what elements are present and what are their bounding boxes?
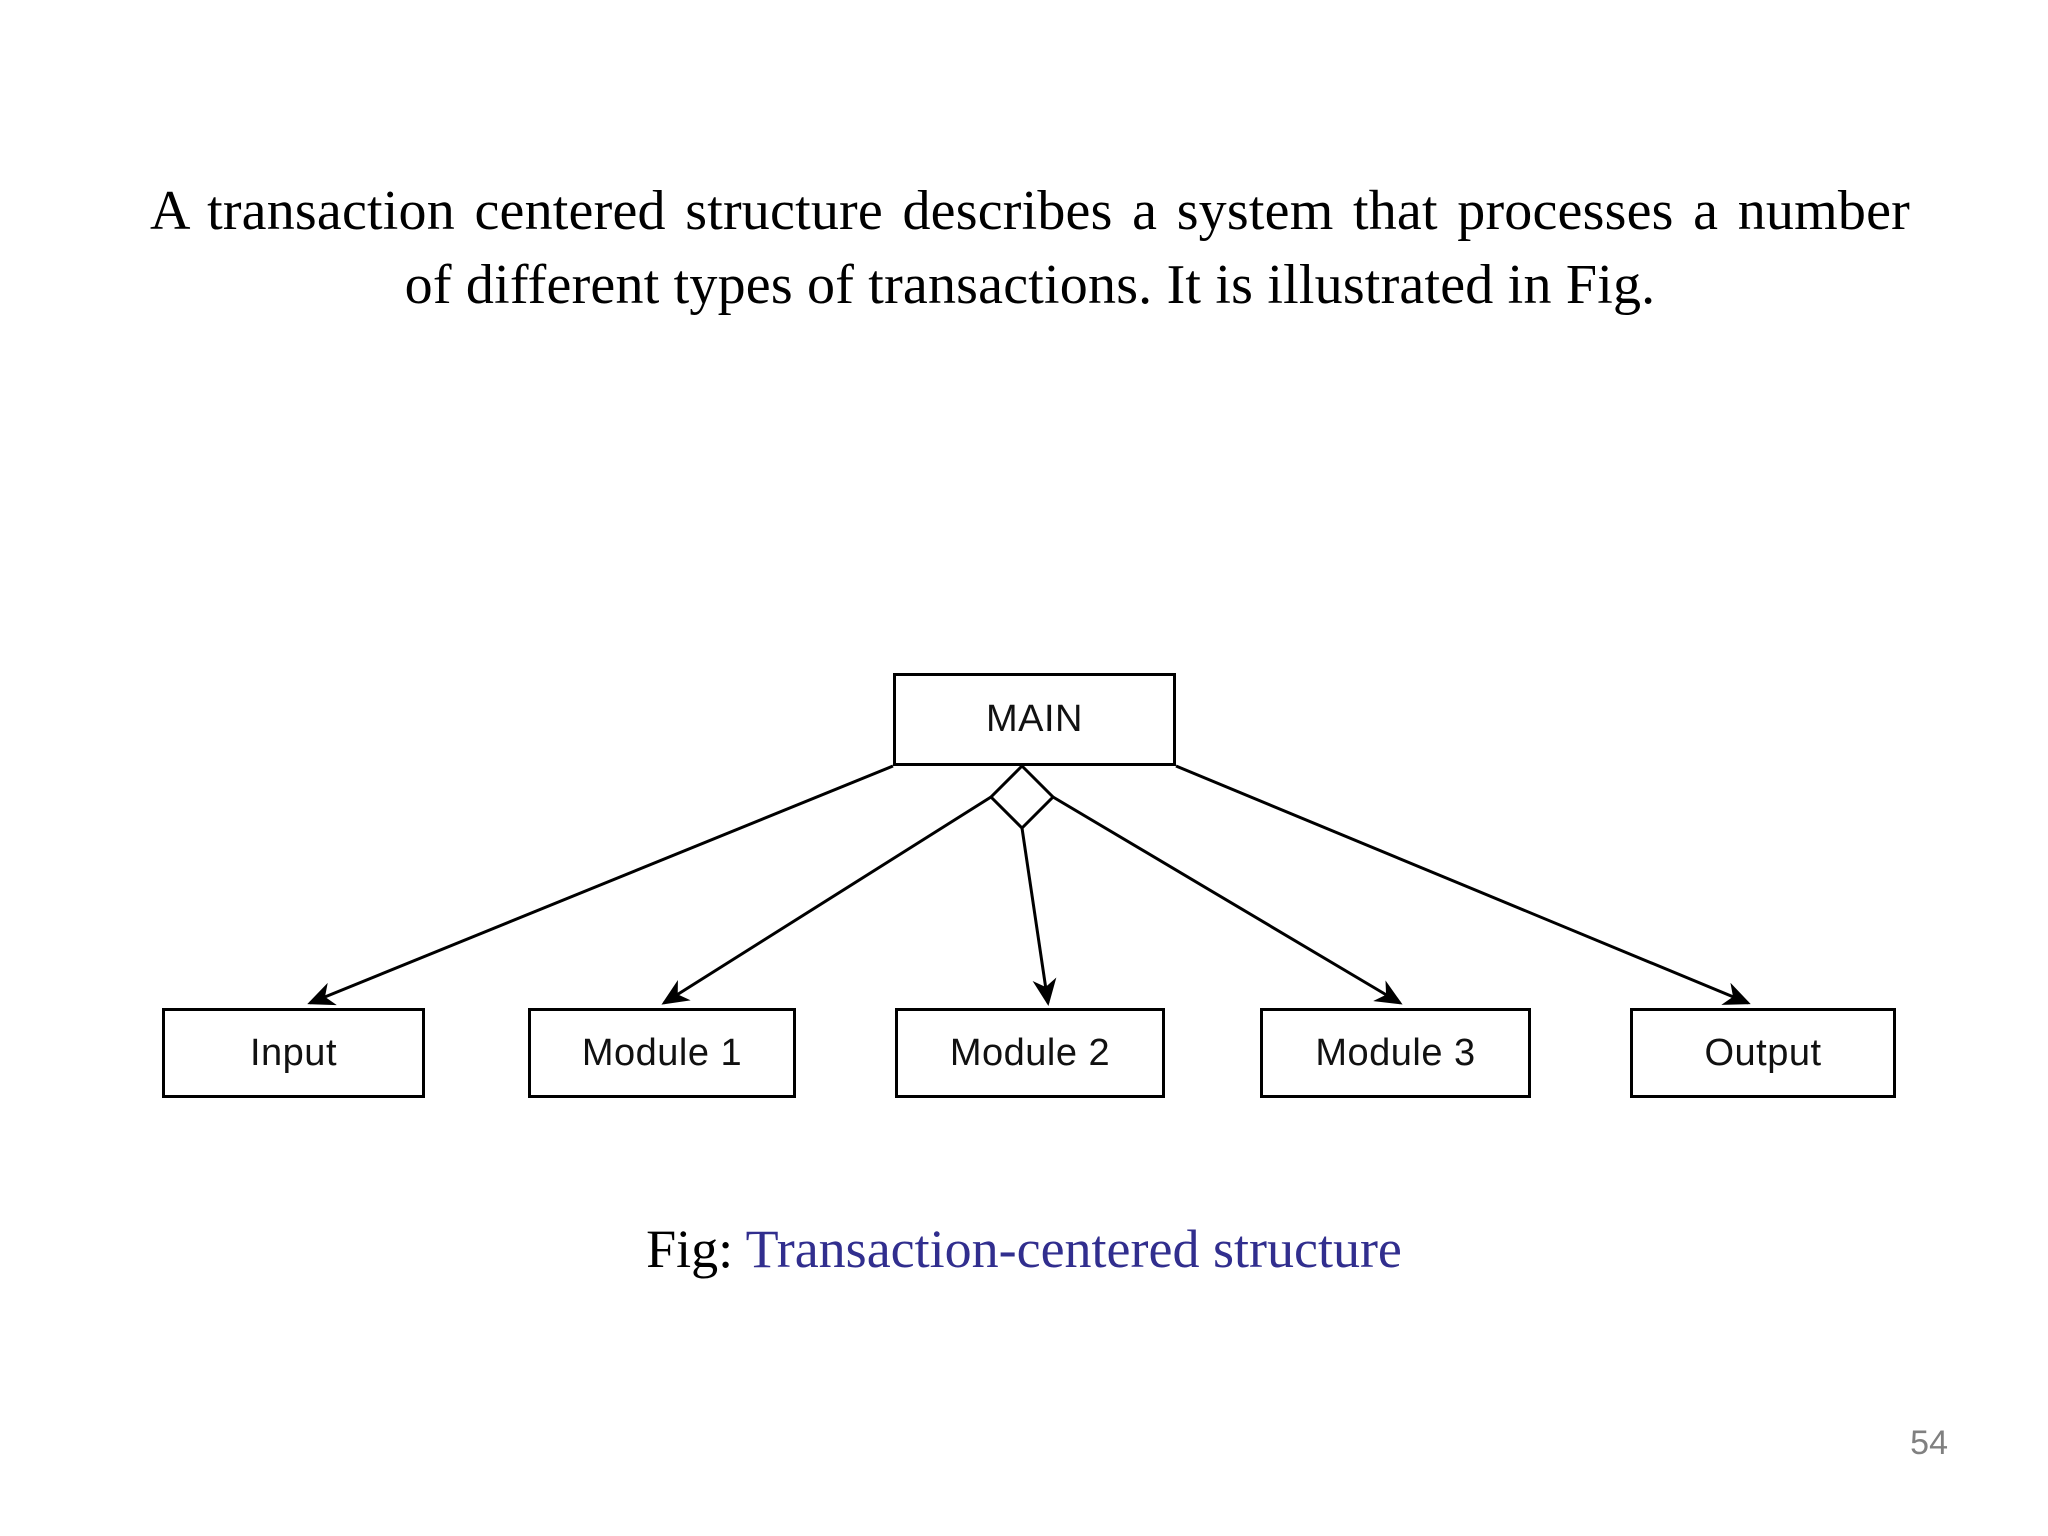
node-output[interactable]: Output <box>1630 1008 1896 1098</box>
junction-diamond <box>988 763 1056 831</box>
figure-caption-prefix: Fig: <box>646 1219 746 1279</box>
connector-main-to-input <box>307 764 894 1006</box>
node-module-1[interactable]: Module 1 <box>528 1008 796 1098</box>
connector-main-to-module-3 <box>1052 795 1403 1005</box>
connector-main-to-module-1 <box>661 795 992 1005</box>
connector-main-to-output <box>1175 764 1751 1005</box>
page-number: 54 <box>1910 1424 1948 1462</box>
node-module-3[interactable]: Module 3 <box>1260 1008 1531 1098</box>
node-module-2[interactable]: Module 2 <box>895 1008 1165 1098</box>
connector-main-to-module-2 <box>1020 827 1057 1006</box>
slide-body-paragraph: A transaction centered structure describ… <box>150 180 1910 317</box>
node-input[interactable]: Input <box>162 1008 425 1098</box>
figure-caption-title: Transaction-centered structure <box>745 1219 1402 1279</box>
figure-caption: Fig: Transaction-centered structure <box>0 1218 2048 1280</box>
node-main[interactable]: MAIN <box>893 673 1176 766</box>
